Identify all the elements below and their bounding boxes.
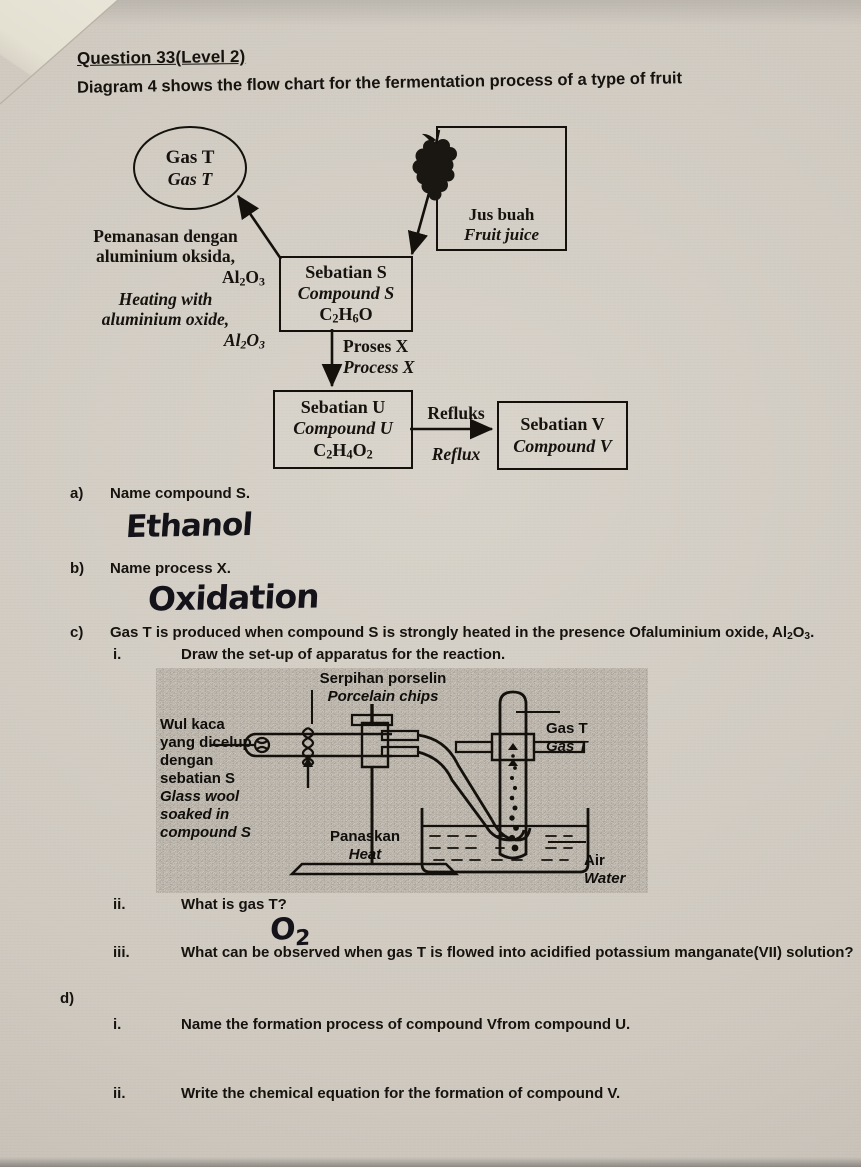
fruit-juice-box: Jus buah Fruit juice xyxy=(412,126,567,251)
answer-b-handwritten: Oxidation xyxy=(146,576,320,619)
question-c-i-index: i. xyxy=(113,646,122,663)
gas-t-circle: Gas T Gas T xyxy=(133,126,247,210)
wool-malay-1: Wul kaca xyxy=(160,716,225,733)
water-malay: Air xyxy=(584,852,605,869)
question-intro: Diagram 4 shows the flow chart for the f… xyxy=(76,69,683,97)
apparatus-drawing xyxy=(211,690,590,876)
question-c-ii-index: ii. xyxy=(113,896,126,913)
porcelain-malay: Serpihan porselin xyxy=(319,670,447,687)
question-d-i-index: i. xyxy=(113,1016,122,1033)
reflux-english: Reflux xyxy=(431,444,481,465)
heat-malay: Panaskan xyxy=(329,828,401,845)
question-c-ii-text: What is gas T? xyxy=(181,896,287,913)
question-a-text: Name compound S. xyxy=(110,485,251,502)
gas-t-english: Gas T xyxy=(167,168,213,189)
gas-t-malay: Gas T xyxy=(165,147,215,169)
question-c: c) Gas T is produced when compound S is s… xyxy=(70,624,860,642)
glass-wool-label: Wul kaca yang dicelup dengan sebatian S … xyxy=(160,716,252,842)
fruit-juice-english: Fruit juice xyxy=(463,225,540,244)
compound-u-malay: Sebatian U xyxy=(300,397,386,418)
process-x-english: Process X xyxy=(343,356,415,377)
wool-english-3: compound S xyxy=(160,824,251,841)
compound-s-malay: Sebatian S xyxy=(305,261,387,282)
compound-v-box: Sebatian V Compound V xyxy=(497,401,628,470)
grape-cluster-icon xyxy=(412,129,457,201)
top-shadow xyxy=(0,0,861,26)
apparatus-setup-diagram: Serpihan porselin Porcelain chips Wul ka… xyxy=(156,668,648,893)
water-label: Air Water xyxy=(584,852,625,888)
fermentation-flowchart: Gas T Gas T Pemanasan dengan aluminium o… xyxy=(60,118,700,483)
heating-english-2: aluminium oxide, xyxy=(101,309,230,330)
compound-u-english: Compound U xyxy=(293,418,393,439)
heating-english-formula: Al2O3 xyxy=(223,329,265,352)
compound-u-box: Sebatian U Compound U C2H4O2 xyxy=(273,390,413,469)
question-d-index: d) xyxy=(60,990,75,1007)
question-c-i-text: Draw the set-up of apparatus for the rea… xyxy=(181,646,506,663)
wool-malay-4: sebatian S xyxy=(160,770,236,787)
fruit-juice-malay: Jus buah xyxy=(468,205,535,224)
question-c-i: i. Draw the set-up of apparatus for the r… xyxy=(113,646,505,663)
question-b-text: Name process X. xyxy=(110,560,231,577)
compound-u-formula: C2H4O2 xyxy=(313,439,373,462)
process-x-malay: Proses X xyxy=(343,336,409,356)
question-a: a) Name compound S. xyxy=(70,485,250,502)
question-c-index: c) xyxy=(70,624,84,641)
heating-malay-2: aluminium oksida, xyxy=(95,246,236,267)
compound-s-english: Compound S xyxy=(297,282,395,303)
wool-malay-2: yang dicelup xyxy=(160,734,252,751)
wool-english-2: soaked in xyxy=(160,806,230,823)
process-x-label: Proses X Process X xyxy=(343,336,414,377)
question-b-index: b) xyxy=(70,560,85,577)
apparatus-gas-t-english: Gas T xyxy=(546,738,588,755)
question-d-ii-index: ii. xyxy=(113,1085,126,1102)
wool-malay-3: dengan xyxy=(160,752,214,769)
question-d-i: i. Name the formation process of compound… xyxy=(113,1016,630,1033)
porcelain-chips-label: Serpihan porselin Porcelain chips xyxy=(308,670,458,706)
question-d: d) xyxy=(60,990,74,1007)
compound-s-formula: C2H6O xyxy=(319,304,373,326)
reflux-label: Refluks Reflux xyxy=(412,403,500,465)
question-c-iii-index: iii. xyxy=(113,944,130,961)
question-title: Question 33(Level 2) xyxy=(76,46,246,69)
heating-english-1: Heating with xyxy=(118,289,213,309)
compound-s-box: Sebatian S Compound S C2H6O xyxy=(279,256,413,332)
question-a-index: a) xyxy=(70,485,84,502)
heating-condition-label: Pemanasan dengan aluminium oksida, Al2O3… xyxy=(58,226,273,352)
question-c-ii: ii. What is gas T? xyxy=(113,896,287,913)
heating-malay-formula: Al2O3 xyxy=(221,266,265,289)
reflux-malay: Refluks xyxy=(427,403,485,423)
bottom-shadow xyxy=(0,1157,861,1167)
question-d-ii: ii. Write the chemical equation for the f… xyxy=(113,1085,620,1102)
porcelain-english: Porcelain chips xyxy=(327,688,439,705)
water-english: Water xyxy=(584,870,626,887)
question-b: b) Name process X. xyxy=(70,560,231,577)
question-c-iii-text: What can be observed when gas T is flowe… xyxy=(181,944,854,961)
question-d-i-text: Name the formation process of compound V… xyxy=(181,1016,631,1033)
question-c-iii: iii. What can be observed when gas T is f… xyxy=(113,944,858,961)
heat-english: Heat xyxy=(348,846,382,863)
heat-label: Panaskan Heat xyxy=(318,828,412,864)
flowchart-connectors xyxy=(236,167,494,440)
apparatus-gas-t-malay: Gas T xyxy=(546,720,588,737)
compound-v-malay: Sebatian V xyxy=(520,414,605,435)
apparatus-gas-t-label: Gas T Gas T xyxy=(546,720,588,756)
question-c-text: Gas T is produced when compound S is str… xyxy=(110,624,815,643)
wool-english-1: Glass wool xyxy=(160,788,240,805)
heating-malay-1: Pemanasan dengan xyxy=(93,226,238,246)
answer-a-handwritten: Ethanol xyxy=(124,506,254,546)
question-d-ii-text: Write the chemical equation for the form… xyxy=(181,1085,621,1102)
apparatus-photocopy-noise xyxy=(156,668,648,893)
compound-v-english: Compound V xyxy=(513,435,612,456)
